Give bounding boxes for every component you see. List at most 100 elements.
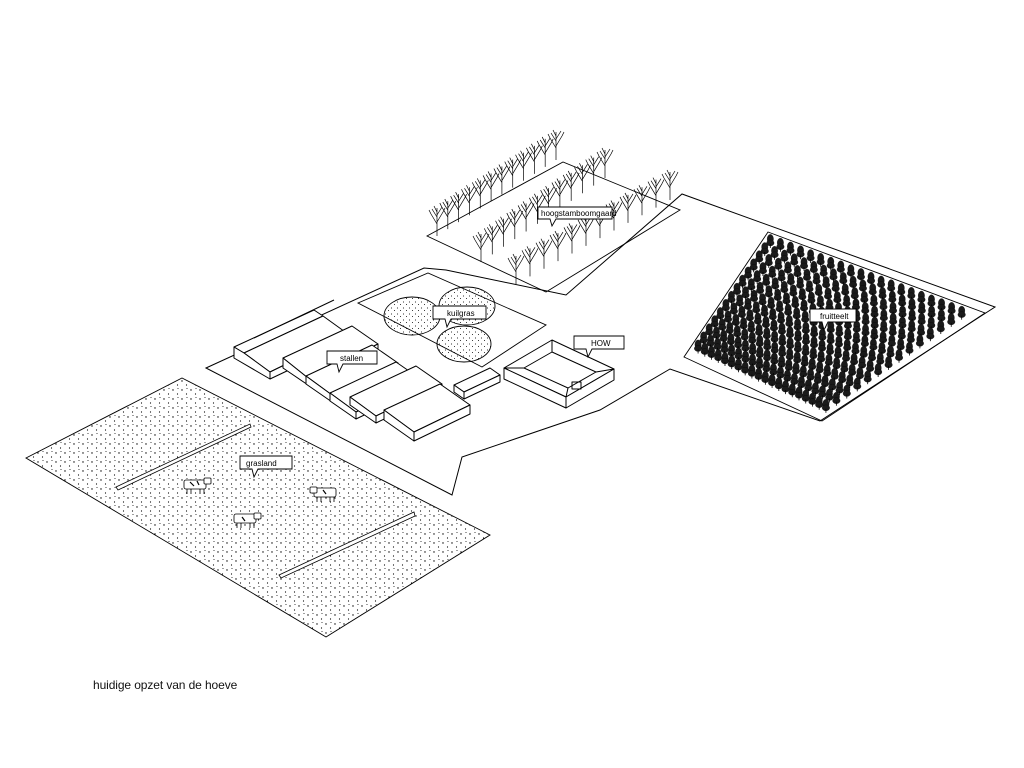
fruit-tree <box>830 367 839 382</box>
fruit-tree <box>727 344 736 359</box>
fruit-tree <box>782 292 791 307</box>
fruit-tree <box>727 355 736 370</box>
fruit-tree <box>839 272 848 286</box>
fruit-tree <box>767 296 776 311</box>
fruit-tree <box>737 305 746 320</box>
fruit-tree <box>771 277 780 292</box>
fruit-tree <box>816 253 825 267</box>
silage-circle <box>383 296 441 336</box>
fruit-tree <box>957 305 966 320</box>
label-grasland: grasland <box>246 459 277 468</box>
fruit-tree <box>836 260 845 275</box>
fruit-tree <box>721 299 730 313</box>
cow <box>309 486 337 502</box>
shed <box>453 367 501 400</box>
fruit-tree <box>762 360 771 374</box>
fruit-tree <box>843 328 852 342</box>
fruit-tree <box>790 372 799 387</box>
cow <box>233 512 262 528</box>
orchard-tree <box>574 163 591 194</box>
fruit-tree <box>734 358 743 373</box>
fruit-tree <box>768 374 777 388</box>
fruit-tree <box>822 276 831 290</box>
fruit-tree <box>756 281 765 296</box>
fruit-tree <box>886 345 895 360</box>
fruit-tree <box>788 383 797 398</box>
fruit-tree <box>764 254 773 268</box>
fruit-tree <box>905 341 914 356</box>
orchard-hoogstamboomgaard <box>426 129 681 293</box>
orchard-tree <box>619 192 637 223</box>
fruit-tree <box>775 300 784 315</box>
fruit-tree <box>835 381 844 396</box>
fruit-tree <box>748 353 757 368</box>
fruit-tree <box>761 370 770 385</box>
label-stallen: stallen <box>340 354 363 363</box>
fruit-tree <box>878 287 887 301</box>
fruit-tree <box>861 313 870 327</box>
fruit-tree <box>738 274 747 289</box>
fruit-tree <box>898 316 907 331</box>
orchard-tree <box>540 186 557 217</box>
fruit-tree <box>831 279 840 294</box>
fruit-tree <box>796 276 805 291</box>
fruit-tree <box>789 284 798 299</box>
fruit-tree <box>753 270 762 285</box>
fruit-trees <box>694 234 966 413</box>
orchard-tree <box>551 178 569 209</box>
fruit-tree <box>755 346 764 360</box>
fruit-tree <box>907 287 916 301</box>
callout-how: HOW <box>573 335 625 359</box>
callout-hoogstamboomgaard: hoogstamboomgaard <box>537 206 617 228</box>
fruit-tree <box>784 303 793 318</box>
fruit-tree <box>773 288 782 303</box>
fruit-tree <box>734 336 743 351</box>
orchard-tree <box>526 143 543 174</box>
fruit-tree <box>824 287 832 302</box>
fruit-tree <box>927 316 936 331</box>
fruit-tree <box>947 302 956 316</box>
fruit-tree <box>759 262 767 276</box>
fruit-tree <box>794 329 802 344</box>
barn <box>383 383 471 442</box>
fruit-tree <box>754 367 763 382</box>
fruit-tree <box>825 388 834 403</box>
callout-stallen: stallen <box>326 350 378 374</box>
fruit-tree <box>792 307 801 321</box>
fruit-tree <box>852 331 861 346</box>
orchard-tree <box>450 192 467 223</box>
farmhouse-how <box>453 339 615 409</box>
fruit-tree <box>735 294 744 309</box>
fruit-tree <box>778 333 787 348</box>
orchard-tree <box>577 215 595 246</box>
fruit-tree <box>841 283 850 298</box>
fruit-tree <box>760 304 769 319</box>
fruit-tree <box>803 268 811 283</box>
fruit-tree <box>774 377 783 391</box>
cow <box>183 477 212 494</box>
fruit-tree <box>748 331 757 346</box>
orchard-tree <box>535 238 553 269</box>
fruit-tree <box>729 302 738 317</box>
orchard-tree <box>661 169 679 200</box>
fruit-tree <box>801 321 810 336</box>
orchard-tree <box>483 224 501 255</box>
fruit-tree <box>834 346 843 361</box>
fruit-tree <box>937 309 946 324</box>
orchard-tree <box>507 253 525 284</box>
fruit-tree <box>806 249 815 264</box>
fruit-tree <box>876 352 885 367</box>
fruit-tree <box>741 339 750 354</box>
fruit-tree <box>817 350 826 365</box>
fruit-tree <box>741 350 750 365</box>
fruitteelt-plot <box>683 231 986 422</box>
fruit-tree <box>699 331 708 346</box>
fruit-tree <box>786 241 795 256</box>
fruit-tree <box>763 338 772 353</box>
fruit-tree <box>879 309 888 324</box>
fruit-tree <box>884 356 893 370</box>
fruit-tree <box>814 283 823 298</box>
fruit-tree <box>739 317 748 331</box>
stallen-barns <box>233 299 471 442</box>
fruit-tree <box>747 320 756 335</box>
